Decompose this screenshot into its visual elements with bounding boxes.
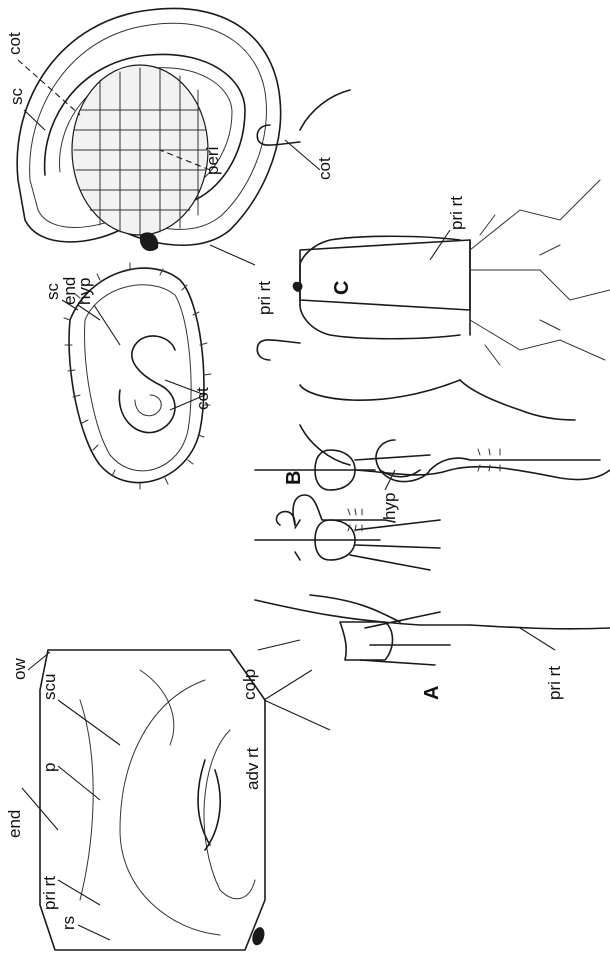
seedling-b-large	[376, 440, 600, 482]
label-pri-rt-a-bottom: pri rt	[545, 666, 564, 700]
seedling-2	[255, 520, 440, 570]
label-peri: peri	[203, 147, 222, 175]
seedling-c	[257, 90, 610, 465]
seed-b-embryo	[119, 336, 175, 433]
panel-a-letter: A	[421, 686, 443, 700]
label-p: p	[40, 763, 59, 772]
label-adv-rt: adv rt	[243, 747, 262, 790]
label-hyp-b: hyp	[380, 493, 399, 520]
seed-b-embryo-inner	[135, 395, 161, 416]
label-pri-rt-c: pri rt	[447, 196, 466, 230]
grain-lines	[80, 670, 174, 900]
seedling-b-small	[276, 495, 395, 531]
label-colp: colp	[240, 669, 259, 700]
panel-b-group: B sc end hyp cot hyp	[43, 263, 600, 531]
label-cot-c-top: cot	[5, 32, 24, 55]
seedling-3	[255, 450, 610, 490]
label-sc-c: sc	[7, 88, 26, 106]
grain-radicle	[252, 927, 264, 945]
grain-scutellum	[120, 680, 220, 935]
label-pri-rt-c-top: pri rt	[255, 281, 274, 315]
seedling-1	[255, 595, 610, 665]
panel-b-letter: B	[283, 471, 305, 485]
label-ow: ow	[10, 658, 29, 680]
seed-c-hilum	[140, 232, 158, 251]
label-rs: rs	[59, 916, 78, 930]
label-pri-rt-a-top: pri rt	[40, 876, 59, 910]
grain-outline	[40, 650, 265, 950]
panel-a-group: A end ow p scu pri rt rs adv rt colp pri…	[5, 450, 610, 950]
panel-c-group: C cot sc peri pri rt cot pri rt	[5, 8, 610, 465]
label-end-a: end	[5, 810, 24, 838]
panel-c-letter: C	[331, 281, 353, 295]
seed-b-inner	[85, 285, 192, 471]
grain-plumule	[198, 760, 220, 850]
label-scu: scu	[40, 674, 59, 700]
label-hyp-b-seed: hyp	[75, 278, 94, 305]
